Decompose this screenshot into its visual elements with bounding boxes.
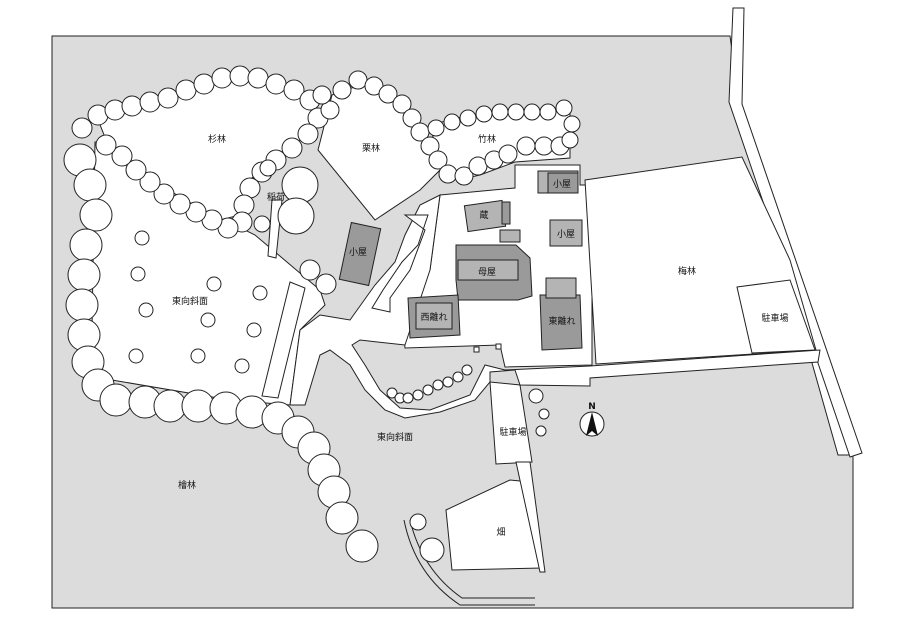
- north-label: N: [588, 402, 596, 412]
- tree-cluster-inari: [253, 159, 337, 295]
- hut-east: [549, 219, 583, 247]
- label-ume: 梅林: [678, 265, 696, 277]
- south-path: [515, 461, 546, 573]
- tree-ring-bamboo: [427, 99, 581, 149]
- label-slope-lower: 東向斜面: [377, 431, 413, 443]
- label-nishi-hanare: 西離れ: [420, 311, 447, 323]
- label-kura: 蔵: [479, 209, 488, 221]
- small-marker-2: [495, 343, 502, 350]
- connector: [499, 229, 521, 243]
- storehouse-annex: [501, 201, 511, 225]
- label-parking-s: 駐車場: [499, 426, 526, 438]
- label-koya-west: 小屋: [349, 247, 367, 258]
- curved-path-inner: [409, 519, 535, 599]
- east-annex-roof: [545, 277, 577, 299]
- tree-ring-west: [63, 143, 379, 563]
- label-kuri: 栗林: [362, 142, 380, 154]
- label-higashi-hanare: 東離れ: [548, 315, 575, 327]
- tree-row-compound-south: [386, 364, 473, 404]
- label-omoya: 母屋: [478, 267, 496, 278]
- south-parking-area: [489, 381, 533, 465]
- small-marker-1: [473, 346, 480, 353]
- label-koya-e: 小屋: [557, 229, 575, 240]
- east-road: [728, 7, 863, 458]
- label-parking-e: 駐車場: [761, 312, 788, 324]
- hut-west: [338, 221, 382, 287]
- label-sugi: 杉林: [208, 133, 226, 145]
- west-annex-roof: [415, 302, 453, 330]
- inner-garden: [371, 214, 429, 313]
- north-arrow: N: [579, 402, 605, 437]
- hut-ne: [547, 172, 579, 194]
- tree-ring-chestnut: [312, 70, 570, 186]
- tree-ring-sugi: [71, 65, 329, 239]
- orchard-trees: [128, 230, 550, 563]
- label-hatake: 畑: [496, 526, 505, 538]
- label-inari: 稲荷: [267, 191, 285, 203]
- central-road: [289, 194, 821, 419]
- curved-path-outer: [403, 519, 535, 606]
- main-house-roof: [457, 259, 519, 281]
- label-slope-upper: 東向斜面: [172, 295, 208, 307]
- label-hinoki: 檜林: [178, 479, 196, 491]
- west-slope-strip: [261, 281, 306, 399]
- label-koya-ne: 小屋: [553, 179, 571, 190]
- label-take: 竹林: [478, 133, 496, 145]
